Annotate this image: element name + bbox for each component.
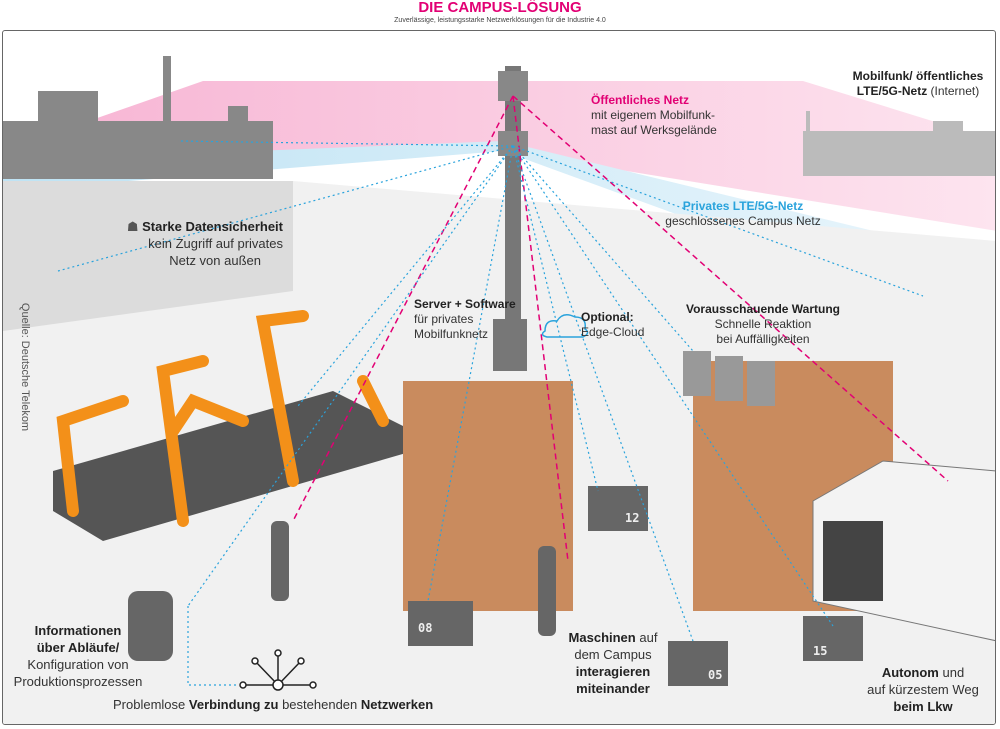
autonomous-rest1: und: [942, 665, 965, 680]
public-net-line2: mast auf Werksgelände: [591, 123, 717, 137]
campus-illustration: [3, 56, 995, 724]
production-line: [53, 391, 413, 541]
network-node-icon: [239, 649, 317, 691]
hall-left-wall: [3, 181, 293, 331]
security-label: ☗ Starke Datensicherheit kein Zugriff au…: [123, 218, 283, 269]
cloud-title: Optional:: [581, 310, 634, 324]
robot-arms: [56, 310, 389, 527]
info-line2: über Abläufe/: [36, 640, 120, 655]
info-line1: Informationen: [34, 623, 122, 638]
connection-label: Problemlose Verbindung zu bestehenden Ne…: [113, 697, 433, 712]
vehicle-number: 05: [708, 668, 723, 682]
info-line4: Produktionsprozessen: [13, 674, 143, 689]
mobile-line1: Mobilfunk/ öffentliches: [852, 69, 984, 83]
private-links: [57, 140, 924, 686]
maintenance-line2: bei Auffälligkeiten: [716, 332, 810, 346]
workers: [128, 521, 556, 661]
server-title: Server + Software: [414, 297, 516, 311]
info-line3: Konfiguration von: [27, 657, 129, 672]
infographic-frame: Quelle: Deutsche Telekom Öffentliches Ne…: [2, 30, 996, 725]
server-rack: [493, 319, 527, 371]
connection-bold2: Netzwerken: [360, 697, 434, 712]
private-net-title: Privates LTE/5G-Netz: [682, 199, 804, 213]
server-label: Server + Software für privates Mobilfunk…: [414, 297, 516, 342]
public-net-title: Öffentliches Netz: [591, 93, 690, 107]
truck: [812, 460, 995, 642]
mobile-line2-rest: (Internet): [930, 84, 980, 98]
vehicle-number: 12: [625, 511, 640, 525]
agv-vehicles: [408, 486, 863, 686]
server-line1: für privates: [414, 312, 474, 326]
security-line2: Netz von außen: [169, 253, 261, 268]
vehicle-number: 15: [813, 644, 828, 658]
cloud-line1: Edge-Cloud: [581, 325, 645, 339]
page-subtitle: Zuverlässige, leistungsstarke Netzwerklö…: [394, 17, 606, 24]
machines-line3: interagieren: [575, 664, 651, 679]
shield-icon: ☗: [126, 219, 139, 234]
source-credit: Quelle: Deutsche Telekom: [19, 302, 32, 432]
connection-bold1: Verbindung zu: [188, 697, 279, 712]
public-links: [292, 95, 949, 562]
edge-cloud-icon: [541, 314, 589, 338]
autonomous-line2: auf kürzestem Weg: [867, 682, 979, 697]
machines-line2: dem Campus: [574, 647, 652, 662]
public-net-beam: [3, 81, 995, 231]
machines-label: Maschinen auf dem Campus interagieren mi…: [553, 629, 673, 697]
machines-line4: miteinander: [576, 681, 650, 696]
public-net-label: Öffentliches Netz mit eigenem Mobilfunk-…: [591, 93, 717, 138]
autonomous-bold1: Autonom: [881, 665, 939, 680]
maintenance-title: Vorausschauende Wartung: [685, 302, 841, 316]
machines-bold1: Maschinen: [568, 630, 636, 645]
page-title: DIE CAMPUS-LÖSUNG: [418, 0, 582, 16]
maintenance-label: Vorausschauende Wartung Schnelle Reaktio…: [683, 302, 843, 347]
security-line1: kein Zugriff auf privates: [148, 236, 283, 251]
mobile-line2-bold: LTE/5G-Netz: [856, 84, 928, 98]
server-line2: Mobilfunknetz: [414, 327, 489, 341]
vehicle-number: 08: [418, 621, 433, 635]
info-label: Informationen über Abläufe/ Konfiguratio…: [8, 622, 148, 690]
maintenance-machines: [683, 351, 775, 406]
maintenance-line1: Schnelle Reaktion: [714, 317, 812, 331]
security-title: Starke Datensicherheit: [142, 219, 283, 234]
autonomous-label: Autonom und auf kürzestem Weg beim Lkw: [858, 664, 988, 715]
mobile-net-label: Mobilfunk/ öffentliches LTE/5G-Netz (Int…: [848, 69, 988, 99]
private-net-line1: geschlossenes Campus Netz: [665, 214, 821, 228]
machines-rest1: auf: [639, 630, 658, 645]
factory-skyline: [3, 56, 273, 179]
connection-mid: bestehenden: [282, 697, 358, 712]
connection-pre: Problemlose: [113, 697, 186, 712]
autonomous-line3: beim Lkw: [893, 699, 953, 714]
public-net-line1: mit eigenem Mobilfunk-: [591, 108, 716, 122]
mast-icon: [498, 66, 528, 366]
private-net-label: Privates LTE/5G-Netz geschlossenes Campu…: [663, 199, 823, 229]
city-skyline: [803, 111, 995, 176]
cloud-label: Optional: Edge-Cloud: [581, 310, 644, 340]
